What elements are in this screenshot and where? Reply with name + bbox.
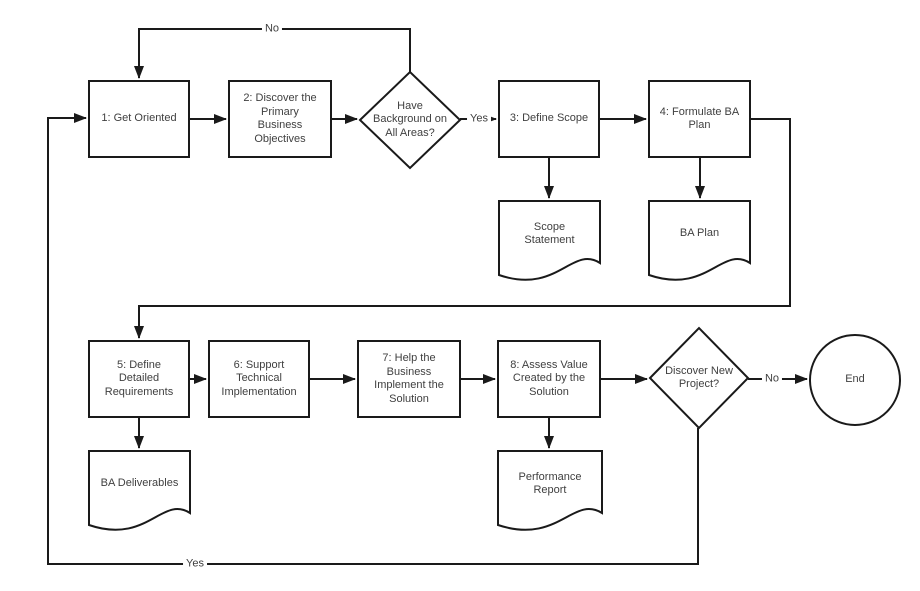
process-box-define-requirements [88, 340, 190, 418]
process-box-get-oriented [88, 80, 190, 158]
document-shape-ba-deliverables [88, 450, 191, 531]
document-shape-performance-report [497, 450, 603, 531]
process-box-define-scope [498, 80, 600, 158]
decision-diamond-have-background [358, 70, 462, 170]
edge-formulate-ba-plan-to-define-requirements [134, 118, 791, 339]
document-shape-ba-plan [648, 200, 751, 281]
nodes-layer [88, 70, 901, 531]
process-box-discover-objectives [228, 80, 332, 158]
process-box-assess-value [497, 340, 601, 418]
process-box-support-implementation [208, 340, 310, 418]
edge-no-loop-to-get-oriented [134, 28, 411, 79]
decision-diamond-discover-new-project [648, 326, 750, 430]
document-shape-scope-statement [498, 200, 601, 281]
terminator-circle-end [809, 334, 901, 426]
process-box-formulate-ba-plan [648, 80, 751, 158]
process-box-help-implement [357, 340, 461, 418]
edge-yes-loop-to-get-oriented [47, 113, 699, 565]
